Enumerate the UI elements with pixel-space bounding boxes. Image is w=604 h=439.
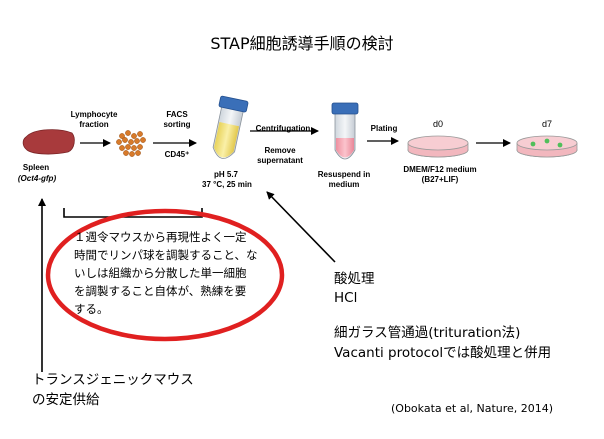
facs-label-1: FACS xyxy=(166,110,188,119)
citation: (Obokata et al, Nature, 2014) xyxy=(391,402,554,415)
d0-label: d0 xyxy=(432,119,443,129)
bubble-line-1: １週令マウスから再現性よく一定 xyxy=(74,230,247,244)
bubble-line-3: いしは組織から分散した単一細胞 xyxy=(74,266,247,280)
transgenic-label-2: の安定供給 xyxy=(32,392,100,408)
centrifugation-label: Centrifugation xyxy=(255,124,311,133)
bubble-line-2: 時間でリンパ球を調製すること、な xyxy=(74,248,258,262)
ph-label: pH 5.7 xyxy=(213,170,238,179)
tube-resuspend xyxy=(331,102,359,160)
spleen-shape xyxy=(22,129,75,155)
resuspend-label-2: medium xyxy=(328,180,360,189)
medium-label: DMEM/F12 medium xyxy=(403,165,477,174)
spleen-label: Spleen xyxy=(22,163,50,172)
acid-label: 酸処理 xyxy=(334,271,375,287)
trituration-label: 細ガラス管通過(trituration法) xyxy=(334,325,521,341)
lymphocyte-cells xyxy=(116,130,146,157)
bubble-line-4: を調製すること自体が、熟練を要 xyxy=(74,284,247,298)
d7-label: d7 xyxy=(541,119,552,129)
lymphocyte-label-1: Lymphocyte xyxy=(70,110,118,119)
remove-label-1: Remove xyxy=(264,146,296,155)
lymphocyte-label-2: fraction xyxy=(79,120,109,129)
medium-sub-label: (B27+LIF) xyxy=(421,175,459,184)
bubble-line-5: する。 xyxy=(74,302,109,316)
arrow-acid xyxy=(266,191,336,263)
comment-bubble-outline xyxy=(45,208,285,342)
slide-title: STAP細胞誘導手順の検討 xyxy=(210,34,394,53)
temp-time-label: 37 °C, 25 min xyxy=(202,180,252,189)
cd45-label: CD45⁺ xyxy=(164,150,190,159)
vacanti-label: Vacanti protocolでは酸処理と併用 xyxy=(334,345,552,361)
plating-label: Plating xyxy=(370,124,398,133)
facs-label-2: sorting xyxy=(163,120,191,129)
transgenic-label-1: トランスジェニックマウス xyxy=(32,372,194,388)
resuspend-label-1: Resuspend in xyxy=(317,170,371,179)
dish-d0 xyxy=(407,135,469,158)
remove-label-2: supernatant xyxy=(257,156,303,165)
acid-sub-label: HCl xyxy=(334,290,358,306)
tube-acid xyxy=(212,95,249,159)
spleen-sub: (Oct4-gfp) xyxy=(17,174,57,183)
dish-d7 xyxy=(516,135,578,158)
